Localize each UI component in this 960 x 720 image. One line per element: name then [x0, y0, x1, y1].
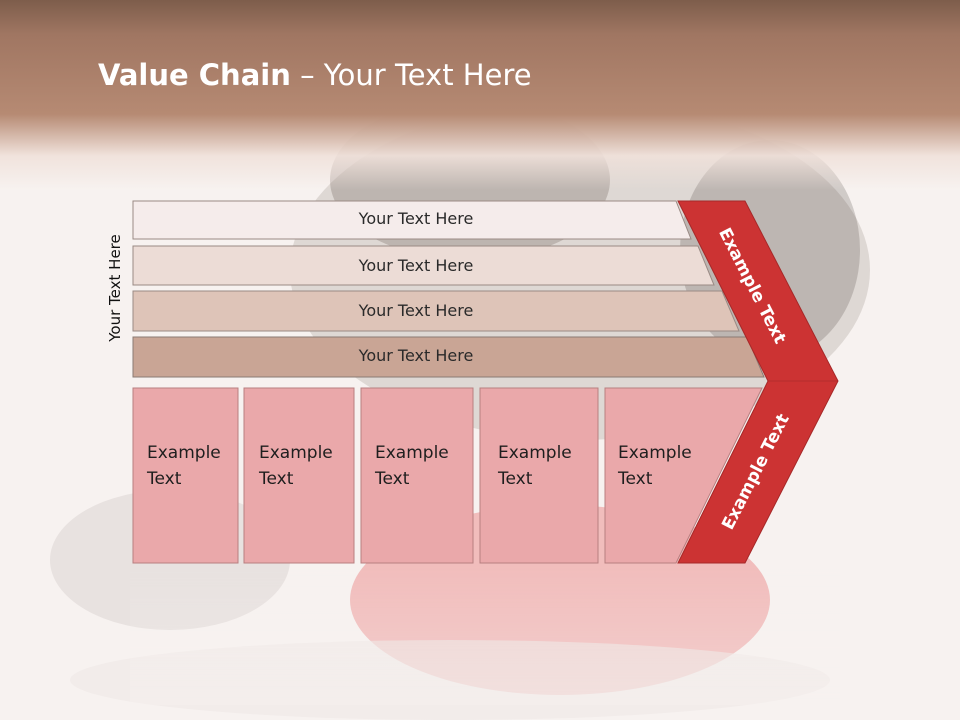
column-label-4: Example Text	[498, 440, 593, 492]
column-label-1-line2: Text	[147, 469, 182, 489]
column-label-5-line2: Text	[618, 469, 653, 489]
bar-1	[132, 200, 692, 240]
slide-title: Value Chain – Your Text Here	[98, 55, 532, 95]
column-label-3-line2: Text	[375, 469, 410, 489]
bar-label-4: Your Text Here	[358, 346, 474, 365]
column-1	[132, 387, 239, 564]
column-4	[479, 387, 599, 564]
bar-label-2: Your Text Here	[358, 256, 474, 275]
column-label-3: Example Text	[375, 440, 470, 492]
bar-label-3: Your Text Here	[358, 301, 474, 320]
column-2	[243, 387, 355, 564]
column-label-3-line1: Example	[375, 443, 449, 463]
diagram-reflection	[130, 565, 840, 705]
column-label-1-line1: Example	[147, 443, 221, 463]
title-bold: Value Chain	[98, 58, 291, 92]
column-3	[360, 387, 474, 564]
column-label-5: Example Text	[618, 440, 713, 492]
bar-2	[132, 245, 715, 286]
bar-3	[132, 290, 740, 332]
column-label-5-line1: Example	[618, 443, 692, 463]
column-5	[604, 387, 763, 564]
column-label-2-line1: Example	[259, 443, 333, 463]
column-label-2-line2: Text	[259, 469, 294, 489]
column-label-4-line2: Text	[498, 469, 533, 489]
title-rest: – Your Text Here	[290, 58, 532, 92]
column-label-2: Example Text	[259, 440, 354, 492]
bar-label-1: Your Text Here	[358, 209, 474, 228]
header-band	[0, 0, 960, 190]
column-label-1: Example Text	[147, 440, 242, 492]
column-label-4-line1: Example	[498, 443, 572, 463]
bar-4	[132, 336, 765, 378]
